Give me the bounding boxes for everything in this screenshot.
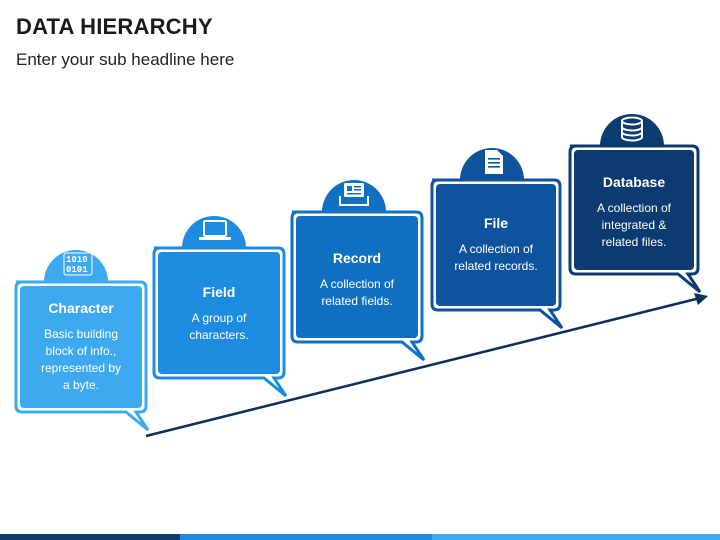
step-description: A collection of integrated & related fil… [596,201,672,249]
step-description: A collection of related fields. [319,277,395,308]
step-description: A group of characters. [189,311,249,342]
step-title: File [483,215,509,231]
step-card-file: File A collection of related records. [436,215,556,275]
step-card-record: Record A collection of related fields. [296,250,418,310]
growth-arrow [145,293,708,438]
page-subtitle: Enter your sub headline here [16,50,235,69]
document-icon [485,150,503,174]
footer-accent-bar [0,534,720,540]
svg-text:0101: 0101 [66,265,88,275]
svg-text:1010: 1010 [66,255,88,265]
step-card-field: Field A group of characters. [158,284,280,344]
step-card-character: Character Basic building block of info.,… [20,300,142,394]
step-description: A collection of related records. [454,242,538,273]
step-record-shape [290,180,426,362]
step-card-database: Database A collection of integrated & re… [574,174,694,251]
id-card-tray-icon [339,183,369,206]
laptop-icon [199,220,231,240]
binary-icon: 1010 0101 [63,252,93,276]
step-title: Field [202,284,236,300]
step-description: Basic building block of info., represent… [40,327,122,392]
step-title: Character [48,300,114,316]
step-title: Record [332,250,382,266]
database-icon [621,116,643,142]
page-title: DATA HIERARCHY [16,14,213,39]
step-title: Database [602,174,666,190]
